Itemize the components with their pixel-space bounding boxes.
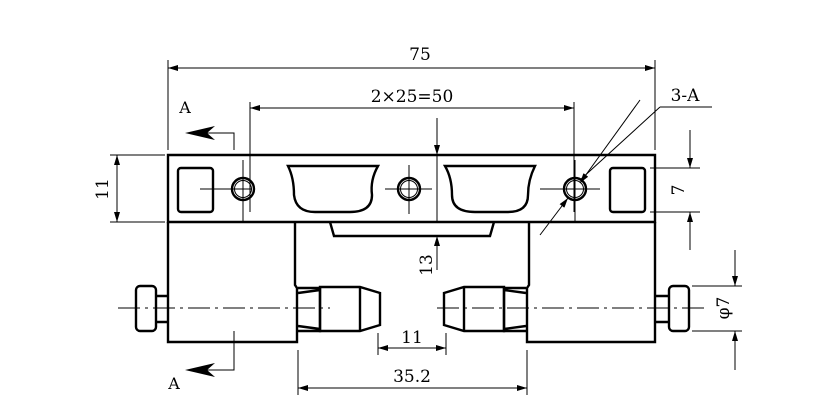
hinge-body [118,153,705,344]
right-fitting [442,285,527,333]
dim-gap: 11 [401,328,423,348]
hole-callout: 3-A [671,86,701,106]
section-arrow-bottom [185,363,215,377]
dimension-lines [110,60,742,395]
section-arrow-top [185,126,215,140]
section-label-bottom: A [167,374,180,393]
section-label-top: A [178,98,191,117]
dim-35-2: 35.2 [393,367,431,387]
left-fitting [297,285,382,333]
dim-7: 7 [669,185,689,196]
dim-diameter: φ7 [714,297,734,320]
dim-13: 13 [417,254,437,276]
dim-hole-spacing: 2×25=50 [371,87,454,107]
section-markers [185,126,235,377]
dim-11-height: 11 [93,178,113,200]
dim-75: 75 [409,45,431,65]
